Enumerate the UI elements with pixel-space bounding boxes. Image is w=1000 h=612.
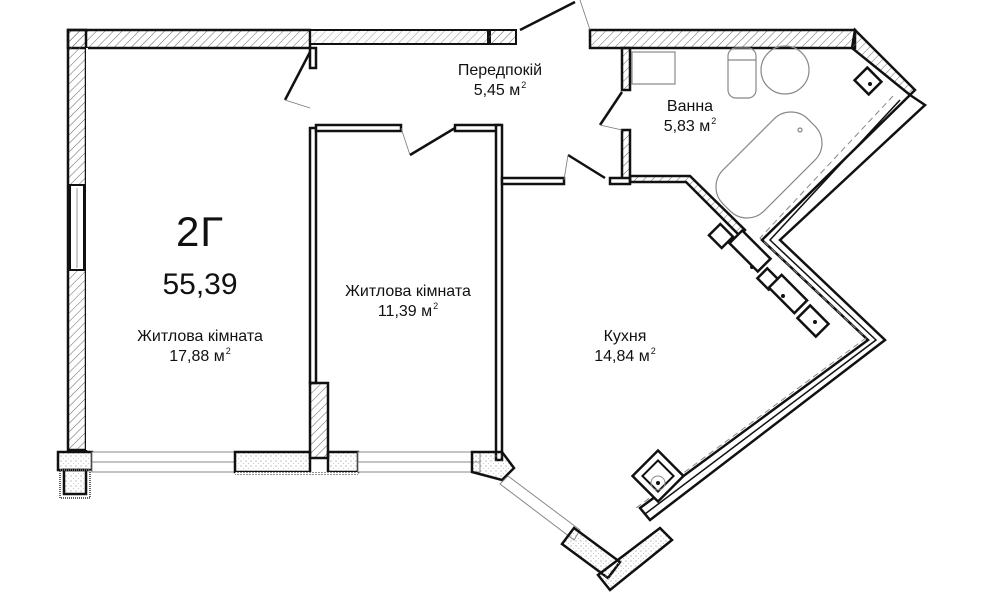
room-label-kitchen: Кухня 14,84 м2 <box>570 328 680 367</box>
toilet-icon <box>727 47 757 99</box>
interior-walls <box>308 46 747 462</box>
apartment-total-area: 55,39 <box>162 268 238 301</box>
room-area: 17,88 <box>169 348 210 366</box>
exterior-wall-bottom <box>56 450 674 592</box>
room-area: 14,84 <box>594 348 635 366</box>
room-label-hallway: Передпокій 5,45 м2 <box>430 62 570 101</box>
apartment-code: 2Г <box>175 208 225 255</box>
bathroom-fixtures <box>631 45 884 219</box>
utility-boxes <box>707 222 831 339</box>
exterior-wall-top <box>309 28 857 50</box>
ventilation-shaft <box>630 448 686 504</box>
room-label-bathroom: Ванна 5,83 м2 <box>645 98 735 137</box>
room-name: Кухня <box>603 328 647 345</box>
room-name: Передпокій <box>457 62 543 79</box>
room-area: 5,83 <box>663 118 695 136</box>
room-label-living-room-1: Житлова кімната 17,88 м2 <box>110 328 290 367</box>
room-label-living-room-2: Житлова кімната 11,39 м2 <box>318 283 498 322</box>
room-name: Ванна <box>666 98 714 115</box>
sink-icon <box>760 45 810 95</box>
room-name: Житлова кімната <box>345 283 471 300</box>
doors <box>283 0 624 181</box>
washing-machine-icon <box>631 51 676 85</box>
room-area: 5,45 <box>473 82 505 100</box>
exterior-wall-right <box>635 27 928 522</box>
exterior-wall-left <box>66 28 312 452</box>
room-area: 11,39 <box>377 303 417 321</box>
bathtub-icon <box>715 111 823 219</box>
room-name: Житлова кімната <box>137 328 263 345</box>
